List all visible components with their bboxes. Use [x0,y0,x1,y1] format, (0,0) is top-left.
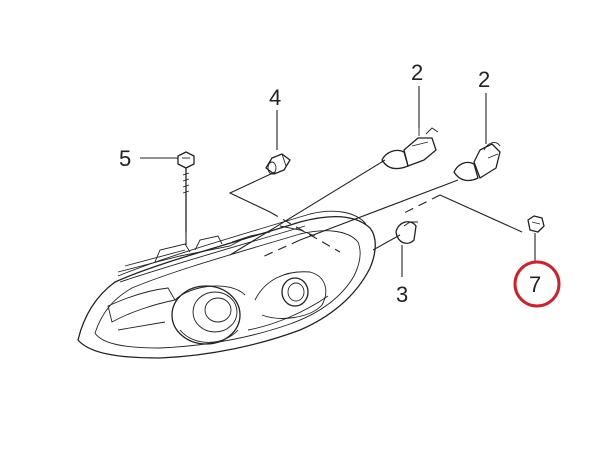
callout-4: 4 [269,85,281,110]
bulb-part-2-right [453,142,501,182]
bulb-part-4 [265,153,291,175]
bulb-part-3 [395,221,418,277]
callout-leaders [140,86,487,159]
screw-part-7 [527,215,545,262]
callout-2-left: 2 [411,60,423,85]
callouts: 2 2 4 5 3 7 [119,60,541,307]
callout-2-right: 2 [478,67,490,92]
callout-5: 5 [119,146,131,171]
headlamp-housing [77,210,376,359]
highlight-circle [513,260,561,308]
bolt-part-5 [177,151,195,245]
assembly-lines [228,159,523,259]
callout-3: 3 [396,282,408,307]
callout-7: 7 [529,272,541,297]
bulb-part-2-left [381,127,439,170]
